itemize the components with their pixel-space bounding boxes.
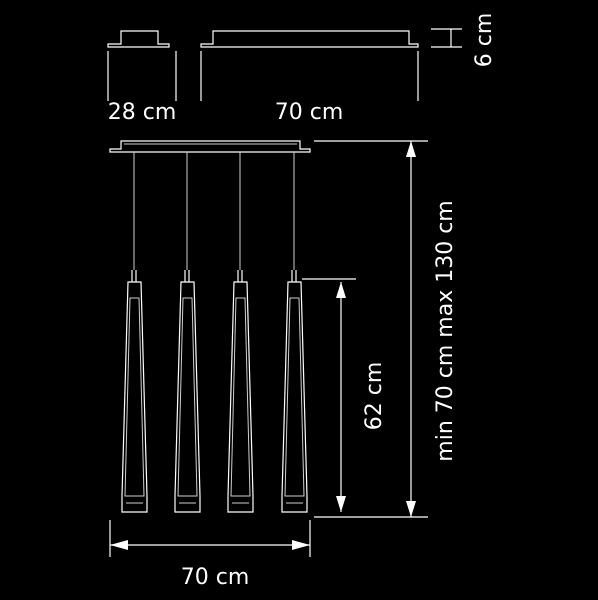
- canopy-large-view: [200, 30, 419, 101]
- shade-length-dimension: [302, 278, 356, 512]
- canopy-height-dimension: [431, 28, 462, 48]
- canopy-small-view: [107, 30, 177, 101]
- pendant-1: [121, 152, 148, 513]
- canopy-large-width-label: 70 cm: [275, 100, 344, 125]
- pendant-2: [174, 152, 201, 513]
- overall-width-label: 70 cm: [181, 565, 250, 590]
- pendant-3: [227, 152, 254, 513]
- canopy-front-view: [109, 140, 311, 153]
- suspension-range-label: min 70 cm max 130 cm: [433, 200, 458, 461]
- canopy-small-width-label: 28 cm: [108, 100, 177, 125]
- suspension-dimension: [314, 140, 428, 518]
- overall-width-dimension: [109, 520, 311, 557]
- canopy-height-label: 6 cm: [472, 13, 497, 68]
- pendant-4: [281, 152, 308, 513]
- shade-length-label: 62 cm: [362, 362, 387, 431]
